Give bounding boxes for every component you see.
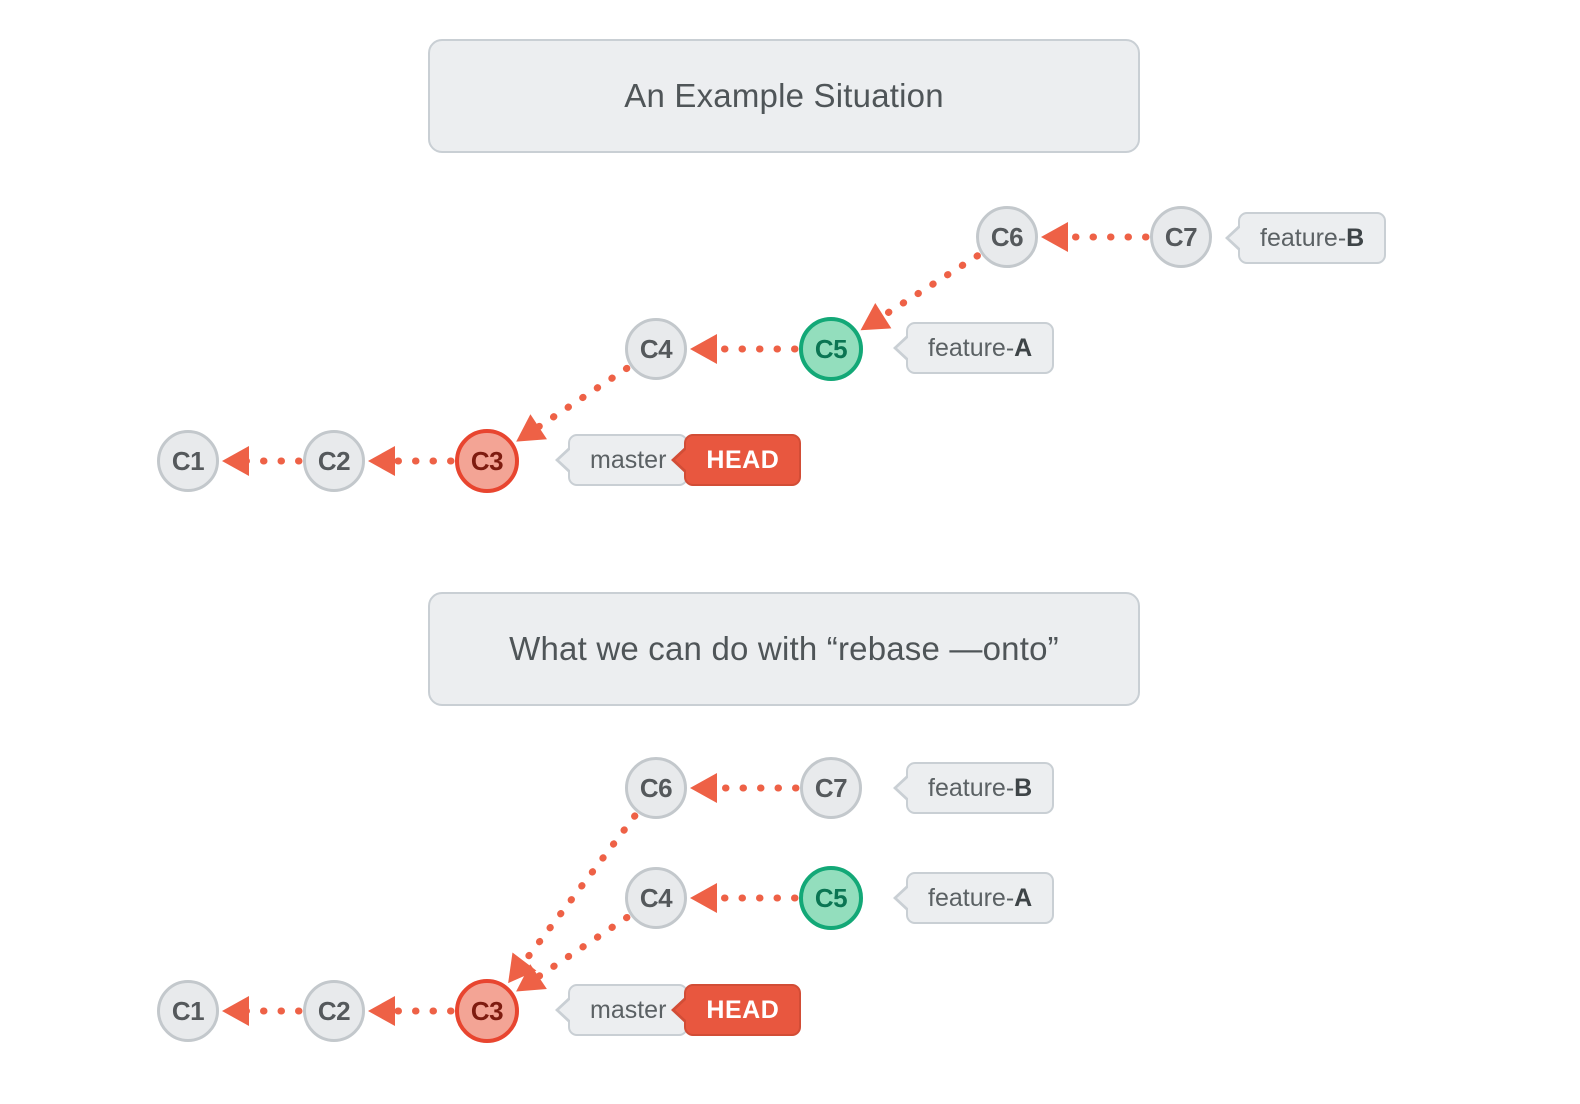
arrowhead-C7-to-C6: [690, 773, 717, 803]
commit-node-c3[interactable]: C3: [455, 429, 519, 493]
commit-edge-C6-to-C5: [873, 252, 981, 324]
commit-label: C6: [639, 772, 673, 803]
arrowhead-C5-to-C4: [690, 883, 717, 913]
arrowhead-C6-to-C3: [508, 952, 537, 984]
commit-label: C1: [171, 995, 205, 1026]
ref-label-master-head[interactable]: master HEAD: [568, 984, 802, 1036]
commit-label: C4: [639, 882, 673, 913]
arrowhead-C4-to-C3: [516, 414, 547, 442]
commit-edge-C6-to-C3: [516, 812, 639, 972]
commit-node-c3[interactable]: C3: [455, 979, 519, 1043]
head-badge[interactable]: HEAD: [684, 984, 802, 1036]
commit-node-c4[interactable]: C4: [625, 867, 687, 929]
arrowhead-C4-to-C3: [516, 964, 547, 992]
commit-node-c1[interactable]: C1: [157, 430, 219, 492]
panel-title-example: An Example Situation: [428, 39, 1140, 153]
commit-node-c7[interactable]: C7: [800, 757, 862, 819]
commit-label: C1: [171, 445, 205, 476]
arrowhead-C7-to-C6: [1041, 222, 1068, 252]
branch-badge-prefix: master: [590, 445, 667, 474]
branch-badge[interactable]: feature-B: [906, 762, 1055, 814]
arrowhead-C3-to-C2: [368, 996, 395, 1026]
branch-badge[interactable]: feature-B: [1238, 212, 1387, 264]
ref-label-feature-b[interactable]: feature-B: [1238, 212, 1387, 264]
commit-label: C3: [470, 995, 504, 1026]
commit-node-c1[interactable]: C1: [157, 980, 219, 1042]
branch-badge[interactable]: master: [568, 434, 689, 486]
commit-label: C2: [317, 995, 351, 1026]
commit-label: C4: [639, 333, 673, 364]
ref-label-feature-a[interactable]: feature-A: [906, 872, 1055, 924]
commit-node-c4[interactable]: C4: [625, 318, 687, 380]
commit-label: C2: [317, 445, 351, 476]
branch-badge-suffix: A: [1014, 333, 1033, 362]
commit-label: C5: [814, 882, 848, 913]
head-badge-text: HEAD: [706, 995, 780, 1024]
panel-title-example-text: An Example Situation: [624, 77, 944, 114]
arrowhead-C3-to-C2: [368, 446, 395, 476]
commit-node-c7[interactable]: C7: [1150, 206, 1212, 268]
arrowhead-C2-to-C1: [222, 446, 249, 476]
commit-label: C7: [814, 772, 848, 803]
branch-badge-suffix: B: [1346, 223, 1365, 252]
commit-node-c5[interactable]: C5: [799, 866, 863, 930]
panel-title-rebase-onto: What we can do with “rebase —onto”: [428, 592, 1140, 706]
branch-badge[interactable]: feature-A: [906, 872, 1055, 924]
commit-node-c6[interactable]: C6: [625, 757, 687, 819]
branch-badge-prefix: feature-: [928, 773, 1015, 802]
arrowhead-C5-to-C4: [690, 334, 717, 364]
ref-label-feature-a[interactable]: feature-A: [906, 322, 1055, 374]
commit-node-c6[interactable]: C6: [976, 206, 1038, 268]
arrowhead-C6-to-C5: [860, 303, 892, 331]
head-badge-text: HEAD: [706, 445, 780, 474]
commit-label: C3: [470, 445, 504, 476]
arrowhead-C2-to-C1: [222, 996, 249, 1026]
ref-label-master-head[interactable]: master HEAD: [568, 434, 802, 486]
branch-badge-prefix: feature-: [928, 883, 1015, 912]
ref-label-feature-b[interactable]: feature-B: [906, 762, 1055, 814]
commit-node-c2[interactable]: C2: [303, 980, 365, 1042]
commit-label: C6: [990, 221, 1024, 252]
branch-badge-prefix: feature-: [1260, 223, 1347, 252]
branch-badge[interactable]: master: [568, 984, 689, 1036]
commit-edge-C4-to-C3: [528, 913, 631, 985]
head-badge[interactable]: HEAD: [684, 434, 802, 486]
branch-badge-prefix: feature-: [928, 333, 1015, 362]
branch-badge[interactable]: feature-A: [906, 322, 1055, 374]
branch-badge-prefix: master: [590, 995, 667, 1024]
commit-edge-C4-to-C3: [528, 364, 631, 435]
branch-badge-suffix: B: [1014, 773, 1033, 802]
panel-title-rebase-onto-text: What we can do with “rebase —onto”: [509, 630, 1059, 667]
branch-badge-suffix: A: [1014, 883, 1033, 912]
commit-node-c5[interactable]: C5: [799, 317, 863, 381]
commit-label: C5: [814, 333, 848, 364]
commit-node-c2[interactable]: C2: [303, 430, 365, 492]
commit-label: C7: [1164, 221, 1198, 252]
